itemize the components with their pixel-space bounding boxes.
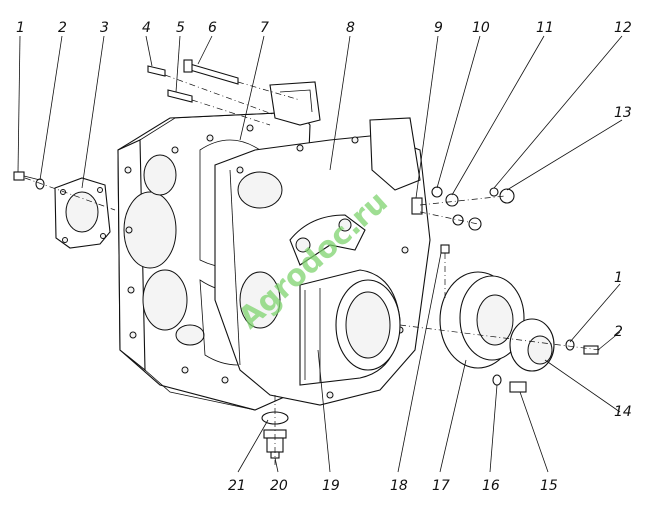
washer-right xyxy=(565,339,575,351)
assembly-axes xyxy=(24,74,601,465)
callout-1: 1 xyxy=(16,20,25,36)
callout-18: 18 xyxy=(390,478,408,494)
linkage-arm xyxy=(289,214,366,266)
bolt-15 xyxy=(509,381,527,393)
callout-labels: 1 2 3 4 5 6 7 8 9 10 11 12 13 1 2 14 15 … xyxy=(16,20,632,494)
callout-2: 2 xyxy=(58,20,67,36)
fitting-9 xyxy=(411,197,423,215)
side-cover-plate xyxy=(54,177,111,249)
bolt-18 xyxy=(440,244,450,254)
nut-13 xyxy=(468,188,515,231)
callout-12: 12 xyxy=(614,20,632,36)
bolt-left xyxy=(13,171,41,181)
bearing-cap-14 xyxy=(509,318,555,372)
callout-8: 8 xyxy=(346,20,355,36)
callout-15: 15 xyxy=(540,478,558,494)
callout-13: 13 xyxy=(614,105,632,121)
stud-4 xyxy=(147,65,166,77)
washer-12 xyxy=(489,187,499,197)
callout-21: 21 xyxy=(228,478,246,494)
flange-17 xyxy=(439,271,525,369)
callout-20: 20 xyxy=(270,478,288,494)
callout-14: 14 xyxy=(614,404,632,420)
callout-17: 17 xyxy=(432,478,450,494)
callout-10: 10 xyxy=(472,20,490,36)
callout-4: 4 xyxy=(142,20,151,36)
washer-10 xyxy=(431,186,443,198)
callout-5: 5 xyxy=(176,20,185,36)
callout-7: 7 xyxy=(260,20,269,36)
callout-2-right: 2 xyxy=(614,324,623,340)
stud-5 xyxy=(167,89,193,103)
callout-19: 19 xyxy=(322,478,340,494)
callout-6: 6 xyxy=(208,20,217,36)
callout-9: 9 xyxy=(434,20,443,36)
housing-top-bracket xyxy=(269,81,321,126)
callout-1-right: 1 xyxy=(614,270,623,286)
bolt-right xyxy=(583,345,599,355)
nut-11 xyxy=(445,193,464,226)
callout-16: 16 xyxy=(482,478,500,494)
callout-11: 11 xyxy=(536,20,554,36)
leader-lines xyxy=(17,35,623,473)
long-bolt-6 xyxy=(183,59,239,85)
callout-3: 3 xyxy=(100,20,109,36)
washer-16 xyxy=(492,374,502,386)
